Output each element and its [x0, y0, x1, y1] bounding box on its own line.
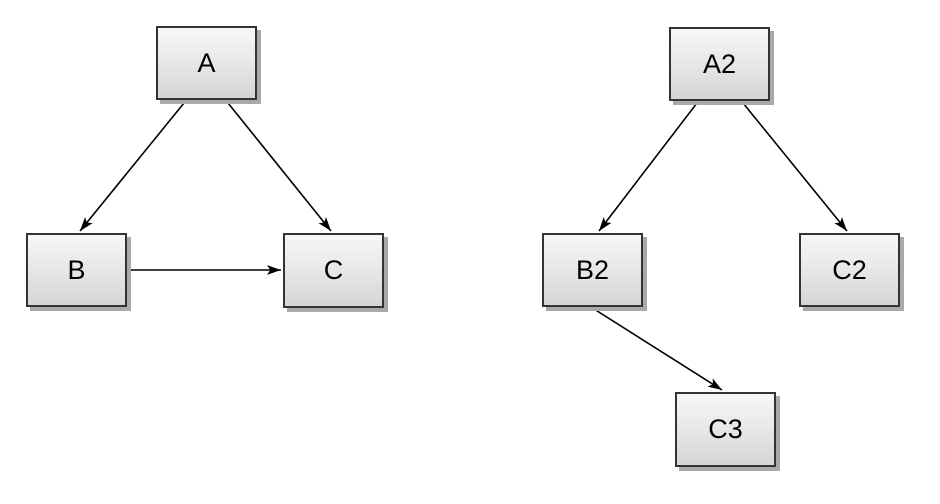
node-A-label: A: [197, 47, 216, 78]
node-A2[interactable]: A2: [669, 27, 770, 101]
edge-A2-B2[interactable]: [598, 102, 698, 232]
edge-B2-C3[interactable]: [593, 308, 723, 391]
node-C2-label: C2: [832, 254, 867, 285]
node-A[interactable]: A: [156, 26, 257, 100]
node-C3-label: C3: [708, 414, 743, 444]
edge-A-C[interactable]: [227, 102, 332, 232]
edge-A2-C2[interactable]: [742, 102, 848, 232]
node-B-label: B: [67, 254, 86, 285]
node-C-label: C: [323, 255, 344, 285]
node-B2-label: B2: [575, 254, 610, 285]
node-A2-label: A2: [702, 48, 737, 79]
node-B2[interactable]: B2: [542, 233, 643, 307]
edge-A-B[interactable]: [79, 102, 185, 232]
node-C2[interactable]: C2: [799, 233, 900, 307]
node-C3[interactable]: C3: [675, 392, 776, 467]
node-B[interactable]: B: [26, 233, 127, 307]
node-C[interactable]: C: [283, 233, 384, 308]
